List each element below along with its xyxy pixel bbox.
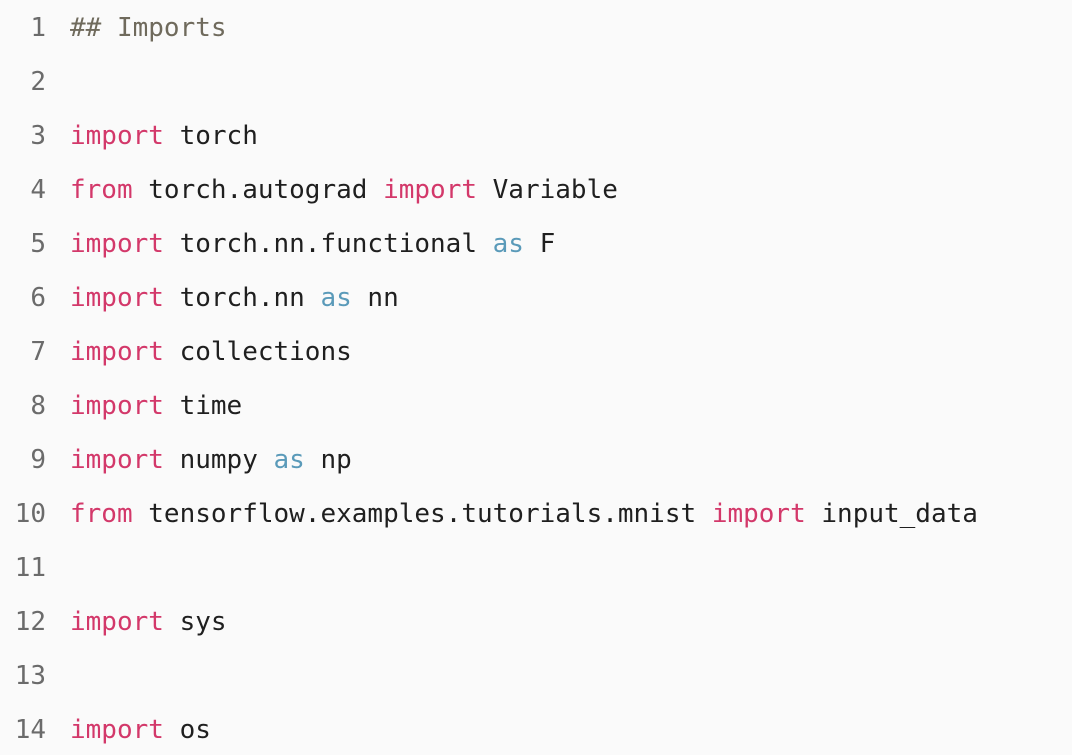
token-plain: sys xyxy=(163,607,227,637)
line-number: 11 xyxy=(14,553,46,583)
token-plain: torch xyxy=(163,121,258,151)
code-line[interactable]: 11 xyxy=(0,541,1072,595)
line-number: 12 xyxy=(14,607,46,637)
token-as: as xyxy=(320,283,352,313)
line-number: 13 xyxy=(14,661,46,691)
code-text: import time xyxy=(70,379,242,433)
token-plain: os xyxy=(163,715,211,745)
line-number: 2 xyxy=(30,67,46,97)
token-keyword: import xyxy=(70,445,164,475)
token-keyword: import xyxy=(70,391,164,421)
code-text: import torch xyxy=(70,109,258,163)
line-number: 8 xyxy=(30,391,46,421)
code-text: import collections xyxy=(70,325,352,379)
code-line[interactable]: 4 from torch.autograd import Variable xyxy=(0,163,1072,217)
token-keyword: import xyxy=(70,229,164,259)
token-plain: F xyxy=(523,229,556,259)
code-line[interactable]: 2 xyxy=(0,55,1072,109)
code-line[interactable]: 8 import time xyxy=(0,379,1072,433)
line-number: 6 xyxy=(30,283,46,313)
code-text: from tensorflow.examples.tutorials.mnist… xyxy=(70,487,978,541)
token-keyword: import xyxy=(711,499,806,529)
token-keyword: import xyxy=(70,337,164,367)
token-plain: torch.nn.functional xyxy=(163,229,493,259)
token-as: as xyxy=(492,229,524,259)
token-keyword: import xyxy=(70,607,164,637)
token-plain: np xyxy=(304,445,352,475)
line-number: 1 xyxy=(30,13,46,43)
token-plain: time xyxy=(163,391,243,421)
code-line[interactable]: 12 import sys xyxy=(0,595,1072,649)
code-line[interactable]: 9 import numpy as np xyxy=(0,433,1072,487)
line-number: 14 xyxy=(14,715,46,745)
line-number: 5 xyxy=(30,229,46,259)
code-line[interactable]: 7 import collections xyxy=(0,325,1072,379)
token-comment: ## Imports xyxy=(70,13,227,43)
code-text: ## Imports xyxy=(70,1,227,55)
token-as: as xyxy=(273,445,305,475)
line-number: 3 xyxy=(30,121,46,151)
line-number: 4 xyxy=(30,175,46,205)
token-keyword: import xyxy=(70,121,164,151)
code-text: import sys xyxy=(70,595,227,649)
token-plain: torch.autograd xyxy=(132,175,384,205)
token-keyword: import xyxy=(70,715,164,745)
code-text: from torch.autograd import Variable xyxy=(70,163,618,217)
token-keyword: from xyxy=(70,499,133,529)
token-keyword: import xyxy=(383,175,477,205)
code-line[interactable]: 5 import torch.nn.functional as F xyxy=(0,217,1072,271)
code-line[interactable]: 1 ## Imports xyxy=(0,1,1072,55)
code-line[interactable]: 14 import os xyxy=(0,703,1072,755)
line-number: 9 xyxy=(30,445,46,475)
token-keyword: import xyxy=(70,283,164,313)
code-line[interactable]: 3 import torch xyxy=(0,109,1072,163)
token-plain: numpy xyxy=(163,445,274,475)
code-line[interactable]: 6 import torch.nn as nn xyxy=(0,271,1072,325)
line-number: 10 xyxy=(14,499,46,529)
token-plain: collections xyxy=(163,337,352,367)
code-text: import torch.nn.functional as F xyxy=(70,217,555,271)
token-keyword: from xyxy=(70,175,133,205)
token-plain: nn xyxy=(351,283,399,313)
code-line[interactable]: 10 from tensorflow.examples.tutorials.mni… xyxy=(0,487,1072,541)
line-number: 7 xyxy=(30,337,46,367)
code-text: import os xyxy=(70,703,211,755)
code-text: import torch.nn as nn xyxy=(70,271,399,325)
code-text: import numpy as np xyxy=(70,433,352,487)
token-plain: torch.nn xyxy=(163,283,321,313)
code-line[interactable]: 13 xyxy=(0,649,1072,703)
token-plain: Variable xyxy=(477,175,618,205)
token-plain: input_data xyxy=(805,499,978,529)
token-plain: tensorflow.examples.tutorials.mnist xyxy=(132,499,712,529)
